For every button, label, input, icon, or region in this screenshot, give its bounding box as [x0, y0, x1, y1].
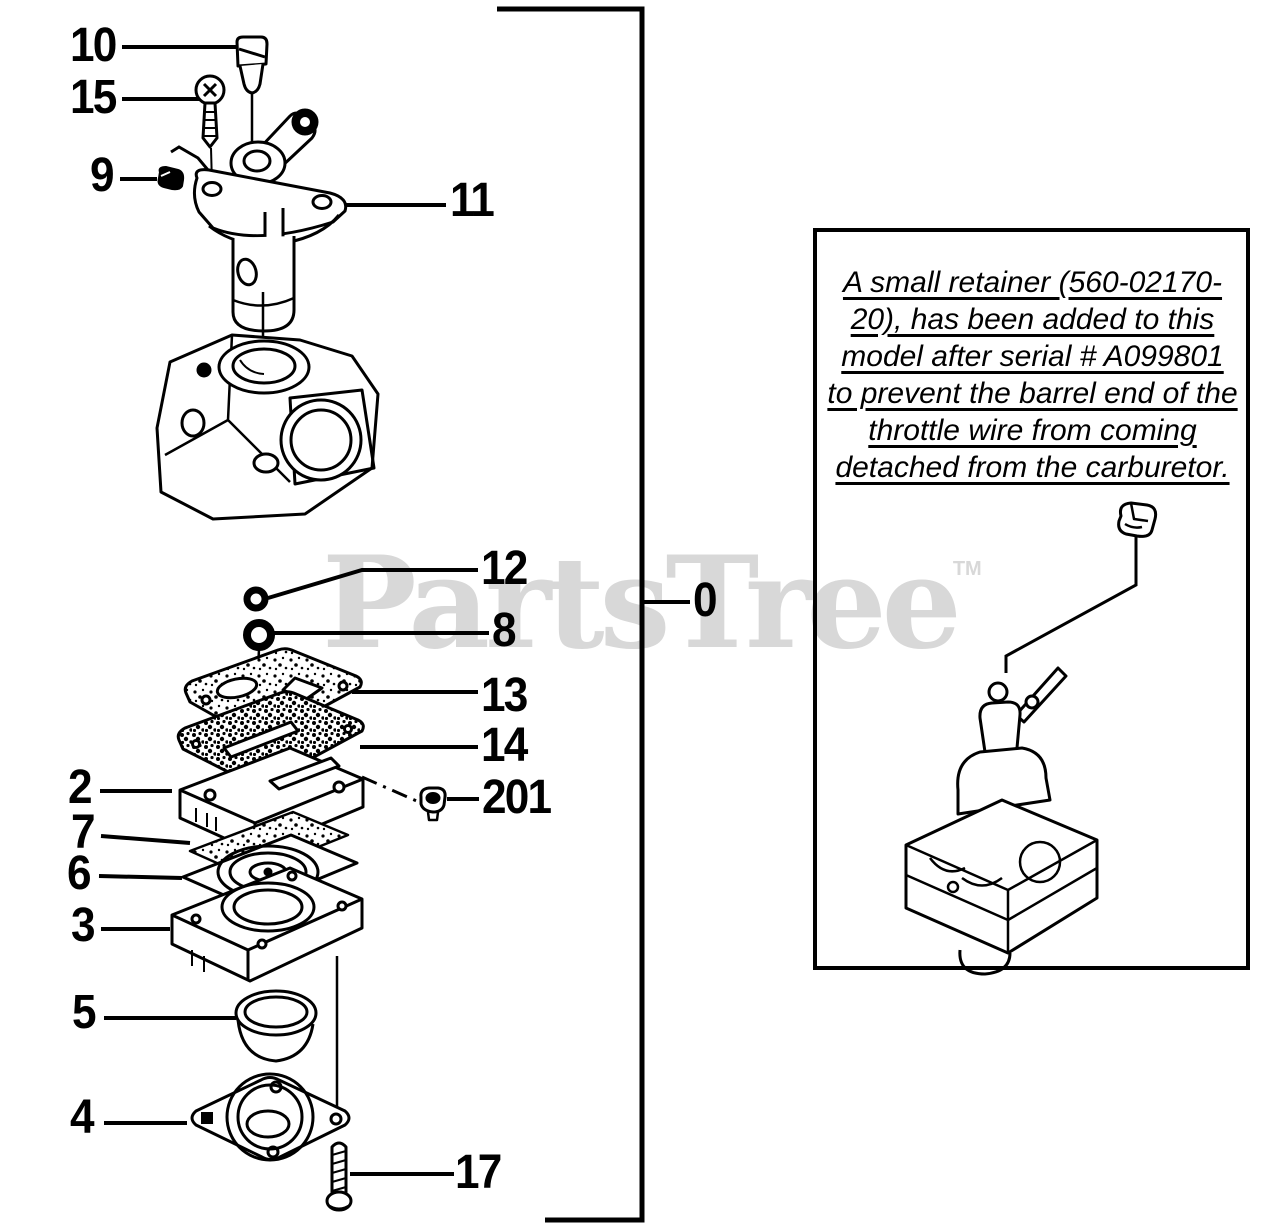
part-cup-5 — [234, 989, 318, 1063]
note-box — [813, 228, 1250, 970]
note-text: A small retainer (560-02170- 20), has be… — [826, 264, 1239, 486]
callout-4: 4 — [70, 1091, 95, 1144]
callout-17: 17 — [455, 1146, 502, 1199]
group-leader-lines — [98, 45, 489, 1176]
leader-7 — [100, 834, 191, 845]
leader-6 — [98, 874, 183, 880]
callout-14: 14 — [481, 719, 528, 772]
note-line-6: detached from the carburetor. — [835, 451, 1230, 484]
part-carburetor-body — [155, 333, 380, 521]
part-screw-17 — [325, 1141, 353, 1212]
part-plate-4 — [190, 1072, 351, 1162]
part-limiter-cap-201 — [419, 786, 447, 822]
part-wire-retainer-12 — [243, 586, 269, 612]
callout-2: 2 — [68, 761, 93, 814]
callout-13: 13 — [481, 669, 528, 722]
assembled-carburetor-drawing — [904, 666, 1099, 976]
note-line-2: 20), has been added to this — [850, 303, 1215, 336]
callout-6: 6 — [67, 847, 92, 900]
group-bracket — [497, 6, 690, 1223]
bracket-line — [497, 6, 645, 1223]
callout-12: 12 — [481, 542, 528, 595]
callout-11: 11 — [450, 174, 495, 227]
retainer-clip-drawing — [1117, 501, 1158, 538]
callout-3: 3 — [71, 899, 96, 952]
callout-8: 8 — [492, 604, 517, 657]
part-grommet-9 — [157, 145, 210, 191]
note-line-4: to prevent the barrel end of the — [827, 377, 1238, 410]
callout-7: 7 — [71, 806, 96, 859]
note-line-5: throttle wire from coming — [868, 414, 1197, 447]
callout-201: 201 — [482, 771, 552, 824]
note-line-3: model after serial # A099801 — [841, 340, 1224, 373]
part-needle-valve-10 — [235, 35, 269, 152]
leader-12 — [267, 568, 478, 600]
callout-10: 10 — [70, 19, 117, 72]
callout-15: 15 — [70, 71, 117, 124]
throttle-wire-line — [1004, 537, 1138, 673]
pointer-line-9 — [170, 145, 210, 171]
part-fuel-pump-body-11 — [192, 108, 348, 358]
note-line-1: A small retainer (560-02170- — [842, 266, 1223, 299]
dash-leader-201 — [361, 775, 429, 808]
callout-9: 9 — [90, 149, 115, 202]
callout-0: 0 — [693, 574, 718, 627]
part-cover-3 — [170, 866, 364, 983]
part-screw-15 — [194, 74, 226, 185]
callout-5: 5 — [72, 986, 97, 1039]
watermark-tm: TM — [952, 558, 982, 580]
